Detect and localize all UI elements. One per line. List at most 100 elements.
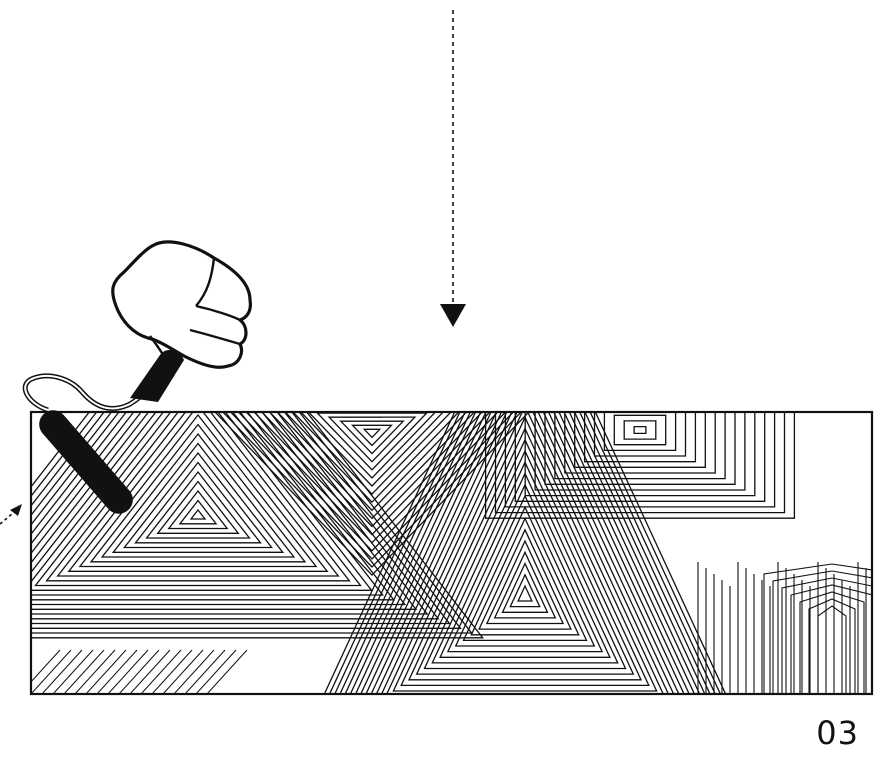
contour-line — [284, 412, 460, 504]
contour-line — [517, 584, 533, 602]
contour-line — [129, 649, 171, 694]
contour-line — [195, 649, 237, 694]
contour-line — [145, 470, 251, 539]
contour-line — [31, 649, 61, 683]
contour-line — [237, 412, 507, 552]
contour-line — [354, 412, 696, 694]
contour-line — [478, 528, 572, 630]
contour-line — [801, 580, 804, 694]
contour-line — [400, 415, 650, 687]
contour-line — [554, 412, 726, 480]
contour-line — [375, 412, 675, 694]
contour-line — [857, 562, 860, 694]
contour-line — [276, 412, 468, 512]
contour-line — [206, 649, 248, 694]
contour-line — [63, 649, 105, 694]
contour-line — [593, 412, 687, 457]
contour-line — [470, 516, 580, 636]
contour-line — [111, 442, 285, 553]
contour-line — [162, 649, 204, 694]
contour-line — [583, 412, 697, 463]
contour-line — [753, 574, 756, 694]
contour-line — [446, 483, 604, 653]
contour-line — [534, 412, 746, 491]
contour-line — [365, 412, 685, 694]
contour-line — [808, 598, 856, 694]
contour-line — [386, 412, 664, 694]
contour-line — [260, 412, 484, 528]
contour-line — [494, 412, 786, 514]
contour-line — [761, 580, 764, 694]
contour-line — [214, 412, 530, 577]
contour-line — [299, 412, 445, 487]
contour-line — [167, 489, 229, 530]
contour-line — [462, 505, 588, 642]
contour-line — [360, 412, 690, 694]
contour-line — [423, 449, 627, 670]
contour-line — [362, 428, 382, 439]
contour-line — [350, 424, 394, 447]
contour-line — [501, 561, 549, 613]
contour-line — [89, 423, 307, 563]
contour-line — [777, 562, 780, 694]
contour-line — [184, 649, 226, 694]
contour-line — [737, 562, 740, 694]
contour-line — [52, 649, 94, 694]
contour-line — [772, 570, 872, 694]
contour-line — [781, 577, 872, 694]
contour-line — [370, 412, 680, 694]
contour-line — [307, 412, 437, 479]
contour-line — [564, 412, 716, 474]
contour-line — [140, 649, 182, 694]
page-number: 03 — [816, 714, 859, 752]
contour-line — [613, 414, 667, 446]
contour-line — [721, 580, 724, 694]
contour-line — [431, 460, 619, 664]
contour-line — [31, 649, 72, 694]
contour-line — [41, 649, 83, 694]
contour-line — [221, 412, 523, 568]
contour-line — [292, 412, 452, 496]
contour-line — [454, 494, 596, 647]
hand-icon — [111, 240, 252, 369]
contour-line — [841, 580, 844, 694]
contour-line — [524, 412, 756, 497]
contour-line — [339, 420, 405, 455]
contour-line — [85, 649, 127, 694]
contour-line — [31, 412, 473, 634]
contour-line — [349, 412, 701, 694]
contour-line — [107, 649, 149, 694]
contour-line — [74, 649, 116, 694]
contour-line — [514, 412, 766, 502]
contour-line — [697, 562, 700, 694]
contour-line — [633, 425, 647, 435]
paint-roller-icon — [22, 349, 184, 514]
contour-line — [392, 412, 658, 692]
contour-line — [485, 539, 565, 625]
contour-line — [793, 574, 796, 694]
contour-line — [122, 451, 274, 549]
contour-line — [544, 412, 736, 485]
contour-line — [713, 574, 716, 694]
contour-line — [745, 568, 748, 694]
contour-line — [415, 438, 635, 675]
arrow-icon — [0, 504, 22, 525]
contour-line — [245, 412, 499, 544]
contour-line — [623, 420, 657, 440]
contour-line — [729, 586, 732, 694]
contour-line — [785, 568, 788, 694]
contour-line — [31, 412, 485, 639]
contour-line — [268, 412, 476, 520]
contour-line — [96, 649, 138, 694]
contour-line — [328, 412, 722, 694]
contour-line — [380, 412, 670, 694]
contour-line — [134, 461, 262, 544]
contour-line — [809, 586, 812, 694]
contour-line — [407, 426, 643, 681]
contour-line — [705, 568, 708, 694]
contour-line — [825, 568, 828, 694]
contour-line — [78, 413, 318, 568]
contour-line — [229, 412, 515, 560]
contour-line — [790, 584, 872, 694]
